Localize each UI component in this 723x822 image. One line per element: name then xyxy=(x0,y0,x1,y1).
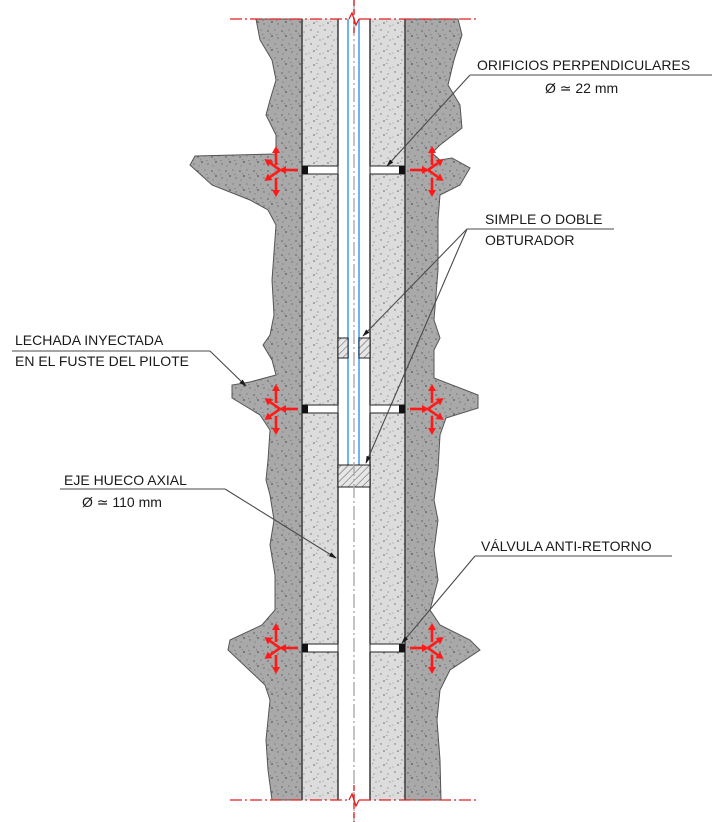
label-valvula: VÁLVULA ANTI-RETORNO xyxy=(481,538,652,554)
label-lechada-line2: EN EL FUSTE DEL PILOTE xyxy=(15,353,189,369)
break-line-bottom xyxy=(230,785,478,822)
valve-middle-left xyxy=(302,405,308,413)
grout-left xyxy=(189,18,303,801)
valve-lower-left xyxy=(302,644,308,652)
valve-upper-right xyxy=(399,166,405,174)
label-eje-sub: Ø ≃ 110 mm xyxy=(82,494,162,510)
leader-obturador-lower xyxy=(365,228,468,464)
leader-obturador-upper xyxy=(362,228,468,337)
leader-eje xyxy=(224,488,337,559)
valve-upper-left xyxy=(302,166,308,174)
leader-valvula xyxy=(401,555,476,644)
injection-tube xyxy=(347,19,360,465)
valves xyxy=(302,166,405,652)
label-lechada-line1: LECHADA INYECTADA xyxy=(15,332,164,348)
obturator-double xyxy=(337,337,371,359)
label-obturador-line1: SIMPLE O DOBLE xyxy=(485,211,602,227)
label-orificios-title: ORIFICIOS PERPENDICULARES xyxy=(477,57,690,73)
label-obturador-line2: OBTURADOR xyxy=(485,232,574,248)
valve-lower-right xyxy=(399,644,405,652)
valve-middle-right xyxy=(399,405,405,413)
label-eje-title: EJE HUECO AXIAL xyxy=(64,472,187,488)
leader-lechada xyxy=(209,350,247,387)
leader-orificios xyxy=(386,74,471,167)
grout-right xyxy=(404,18,481,801)
break-line-top xyxy=(230,0,478,35)
label-orificios-sub: Ø ≃ 22 mm xyxy=(545,80,618,96)
